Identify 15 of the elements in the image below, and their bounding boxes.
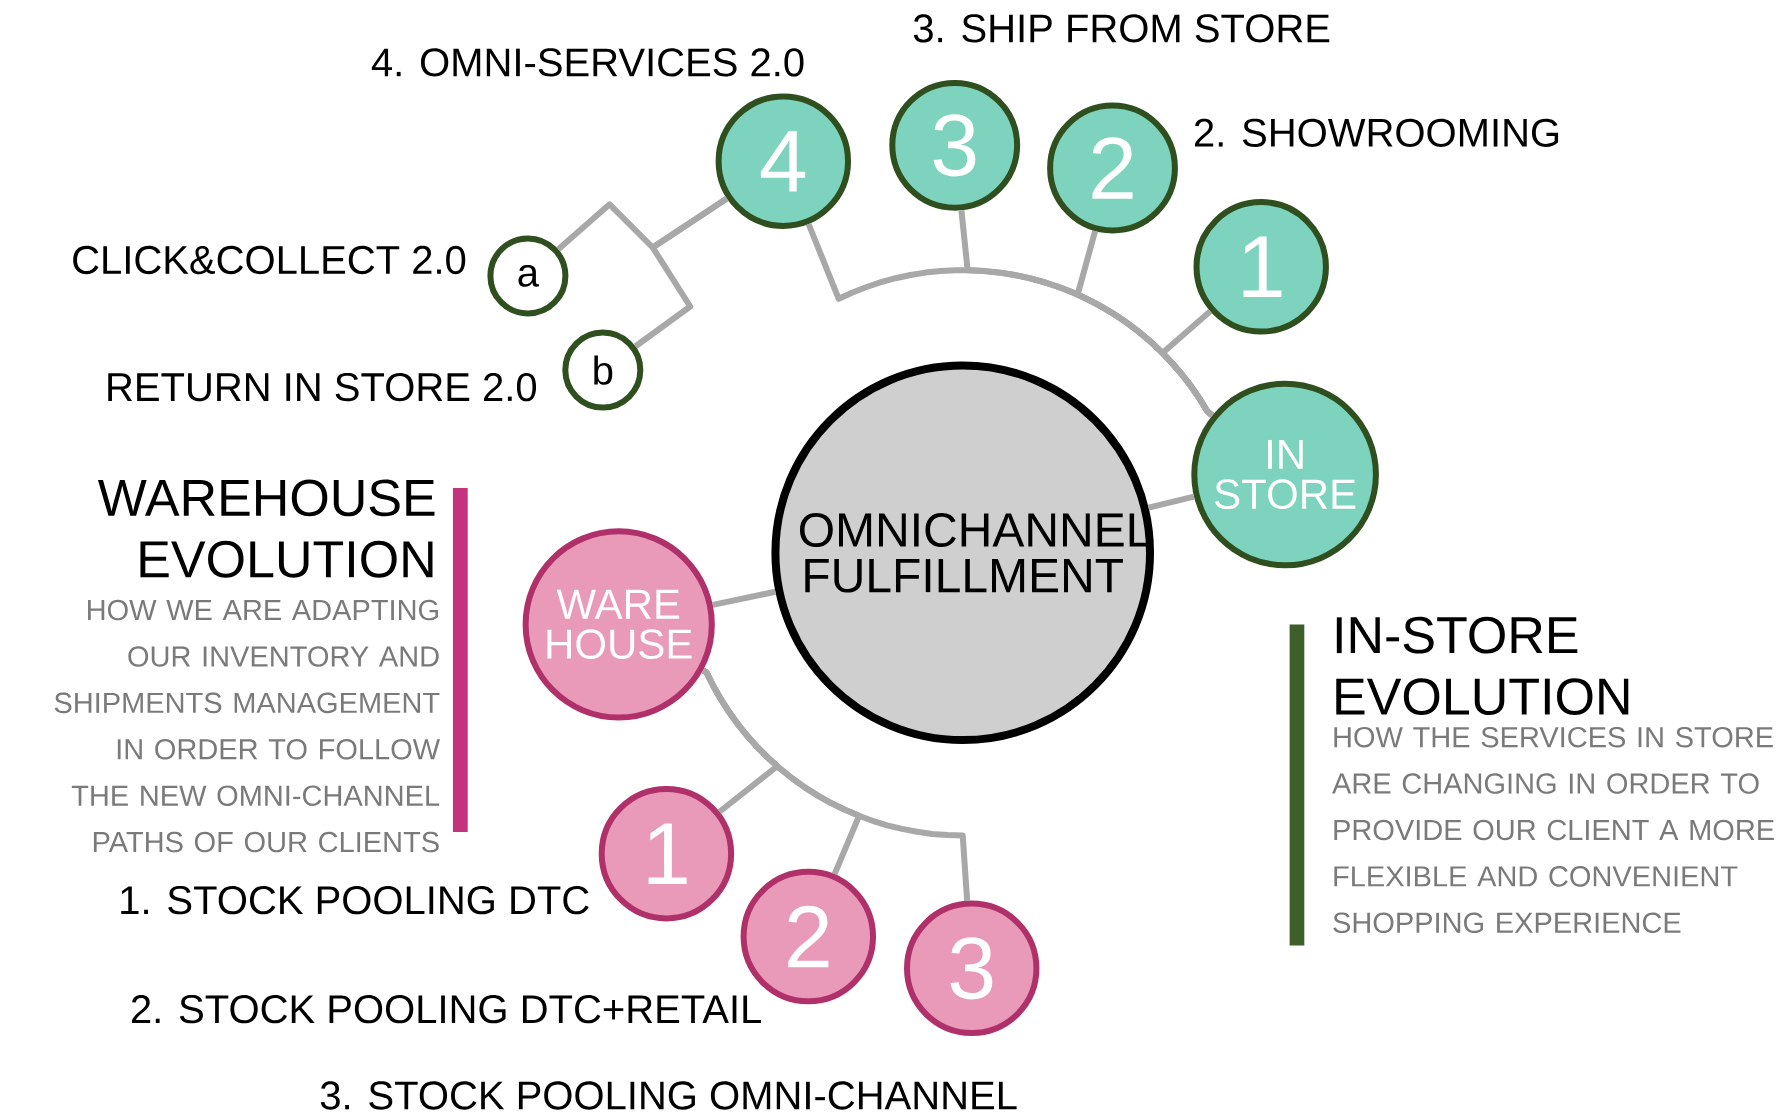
section-heading: IN-STORE EVOLUTION [1336,616,1629,715]
item-label: CLICK&COLLECT 2.0 [73,245,466,275]
description-text: HOW WE ARE ADAPTING OUR INVENTORY AND SHIPMENTS MANAGEMENT IN ORDER TO FOLLOW THE NEW OMNI-CHANNEL PATHS OF OUR CLIENTS [54,599,440,853]
section-heading: WAREHOUSE EVOLUTION [97,479,435,578]
connector-line [805,222,1215,418]
item-label: RETURN IN STORE 2.0 [108,372,537,402]
connector-line [712,588,777,608]
item-label: 3. STOCK POOLING OMNI-CHANNEL [320,1081,1017,1110]
item-label: 4. OMNI-SERVICES 2.0 [371,48,804,77]
item-label: 3. SHIP FROM STORE [913,14,1330,43]
connector-line [701,667,971,901]
item-label: 2. SHOWROOMING [1194,118,1559,147]
connector-line [633,196,729,349]
connector-line [1147,493,1195,511]
description-text: HOW THE SERVICES IN STORE ARE CHANGING IN ORDER TO PROVIDE OUR CLIENT A MORE FLEXIBLE AND CONVENIENT SHOPPING EXPERIENCE [1332,726,1774,934]
